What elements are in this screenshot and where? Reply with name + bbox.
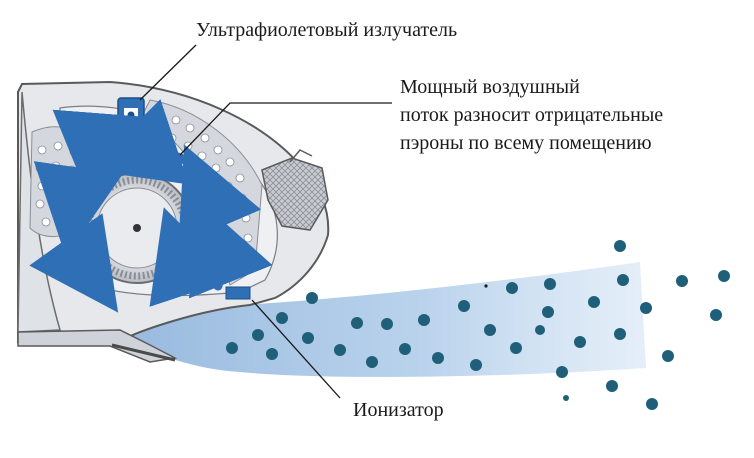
leader-uv — [139, 44, 197, 101]
airflow-label: Мощный воздушный поток разносит отрицате… — [400, 73, 663, 157]
leader-ionizer — [251, 299, 341, 399]
leader-flow — [179, 102, 392, 156]
fan-drum-icon — [81, 172, 193, 284]
ionizer-block-icon — [225, 286, 251, 300]
uv-lamp-icon — [117, 97, 145, 135]
leader-flow-dot — [484, 284, 488, 288]
airflow-arrows — [29, 99, 273, 313]
airflow-label-line-3: пэроны по всему помещению — [400, 132, 652, 154]
airflow-label-line-1: Мощный воздушный — [400, 76, 580, 98]
airflow-label-line-2: поток разносит отрицательные — [400, 104, 664, 126]
ionizer-label: Ионизатор — [353, 399, 444, 421]
uv-emitter-label: Ультрафиолетовый излучатель — [196, 19, 458, 41]
negative-ion-particles — [226, 240, 730, 410]
leader-lines — [139, 44, 488, 399]
